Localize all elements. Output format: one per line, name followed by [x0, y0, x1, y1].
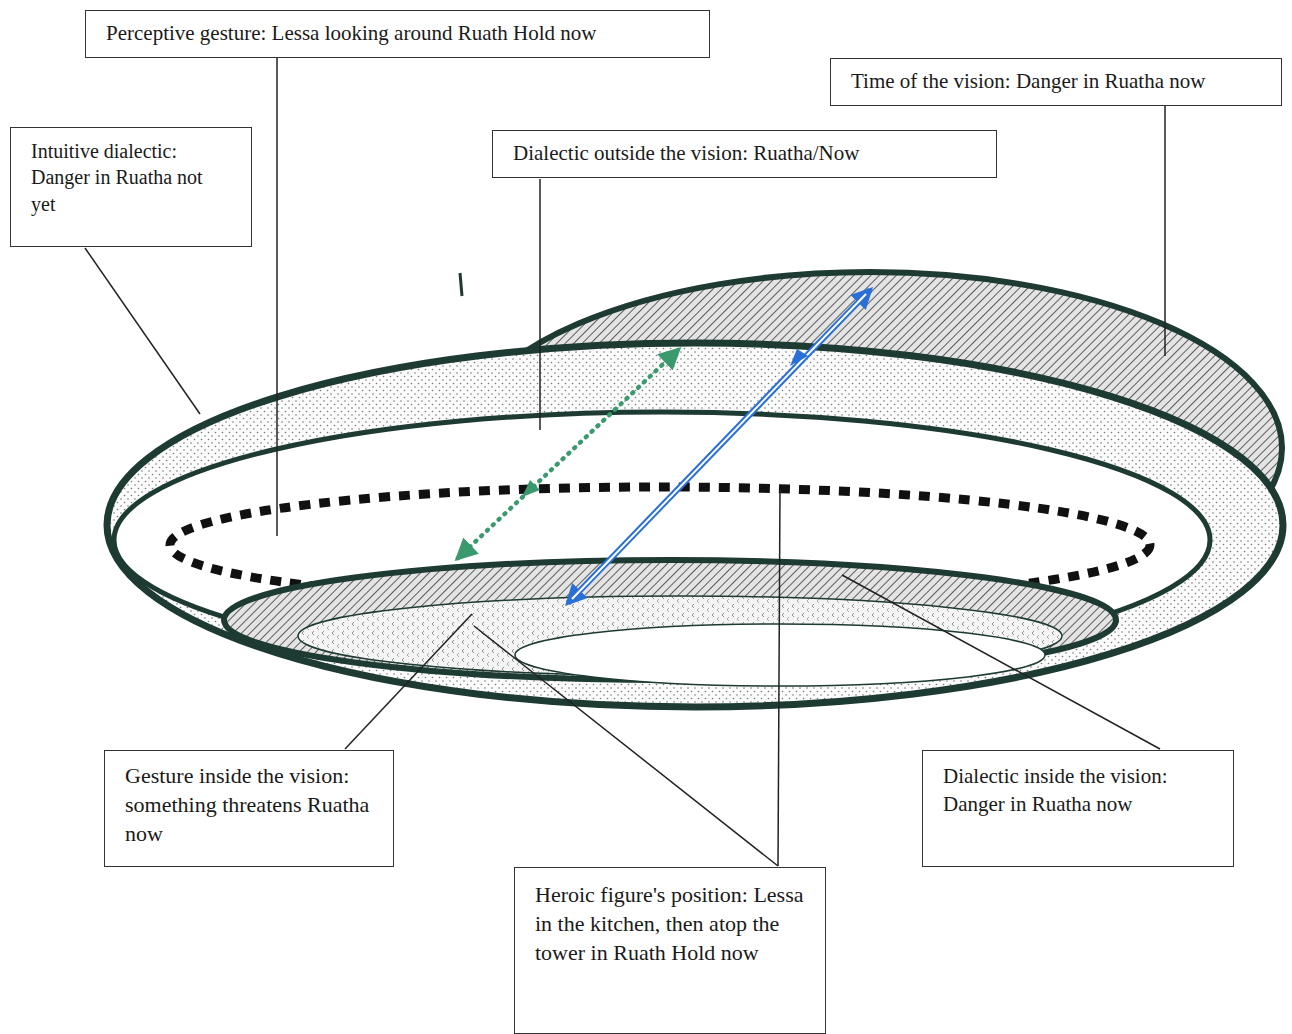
callout-box: Dialectic outside the vision: Ruatha/Now: [492, 130, 997, 178]
callout-box: Intuitive dialectic: Danger in Ruatha no…: [10, 127, 252, 247]
callout-text: Gesture inside the vision: something thr…: [125, 761, 373, 848]
core-hole: [515, 624, 1045, 686]
callout-text: Dialectic outside the vision: Ruatha/Now: [513, 140, 976, 168]
double-arrow-midhead: [790, 349, 808, 366]
double-arrow-core: [572, 294, 866, 599]
callout-box: Gesture inside the vision: something thr…: [104, 750, 394, 867]
callout-text: Heroic figure's position: Lessa in the k…: [535, 880, 805, 967]
callout-box: Dialectic inside the vision: Danger in R…: [922, 750, 1234, 867]
callout-box: Heroic figure's position: Lessa in the k…: [514, 867, 826, 1034]
leader-line: [539, 179, 541, 430]
leader-line: [842, 575, 1160, 749]
band-cut: [460, 273, 462, 296]
callout-text: Perceptive gesture: Lessa looking around…: [106, 20, 689, 48]
callout-text: Intuitive dialectic: Danger in Ruatha no…: [31, 138, 231, 217]
leader-line: [276, 58, 278, 536]
callout-text: Dialectic inside the vision: Danger in R…: [943, 763, 1213, 818]
leader-line: [85, 248, 200, 414]
callout-text: Time of the vision: Danger in Ruatha now: [851, 68, 1261, 96]
leader-line: [474, 626, 778, 866]
dotted-outer-band: [107, 343, 1283, 707]
callout-box: Time of the vision: Danger in Ruatha now: [830, 58, 1282, 106]
leader-line: [778, 490, 780, 866]
leader-line: [1164, 106, 1166, 356]
callout-box: Perceptive gesture: Lessa looking around…: [85, 10, 710, 58]
leader-line: [345, 614, 472, 749]
double-arrow: [568, 290, 870, 603]
dotted-arrow-midhead: [522, 480, 540, 497]
